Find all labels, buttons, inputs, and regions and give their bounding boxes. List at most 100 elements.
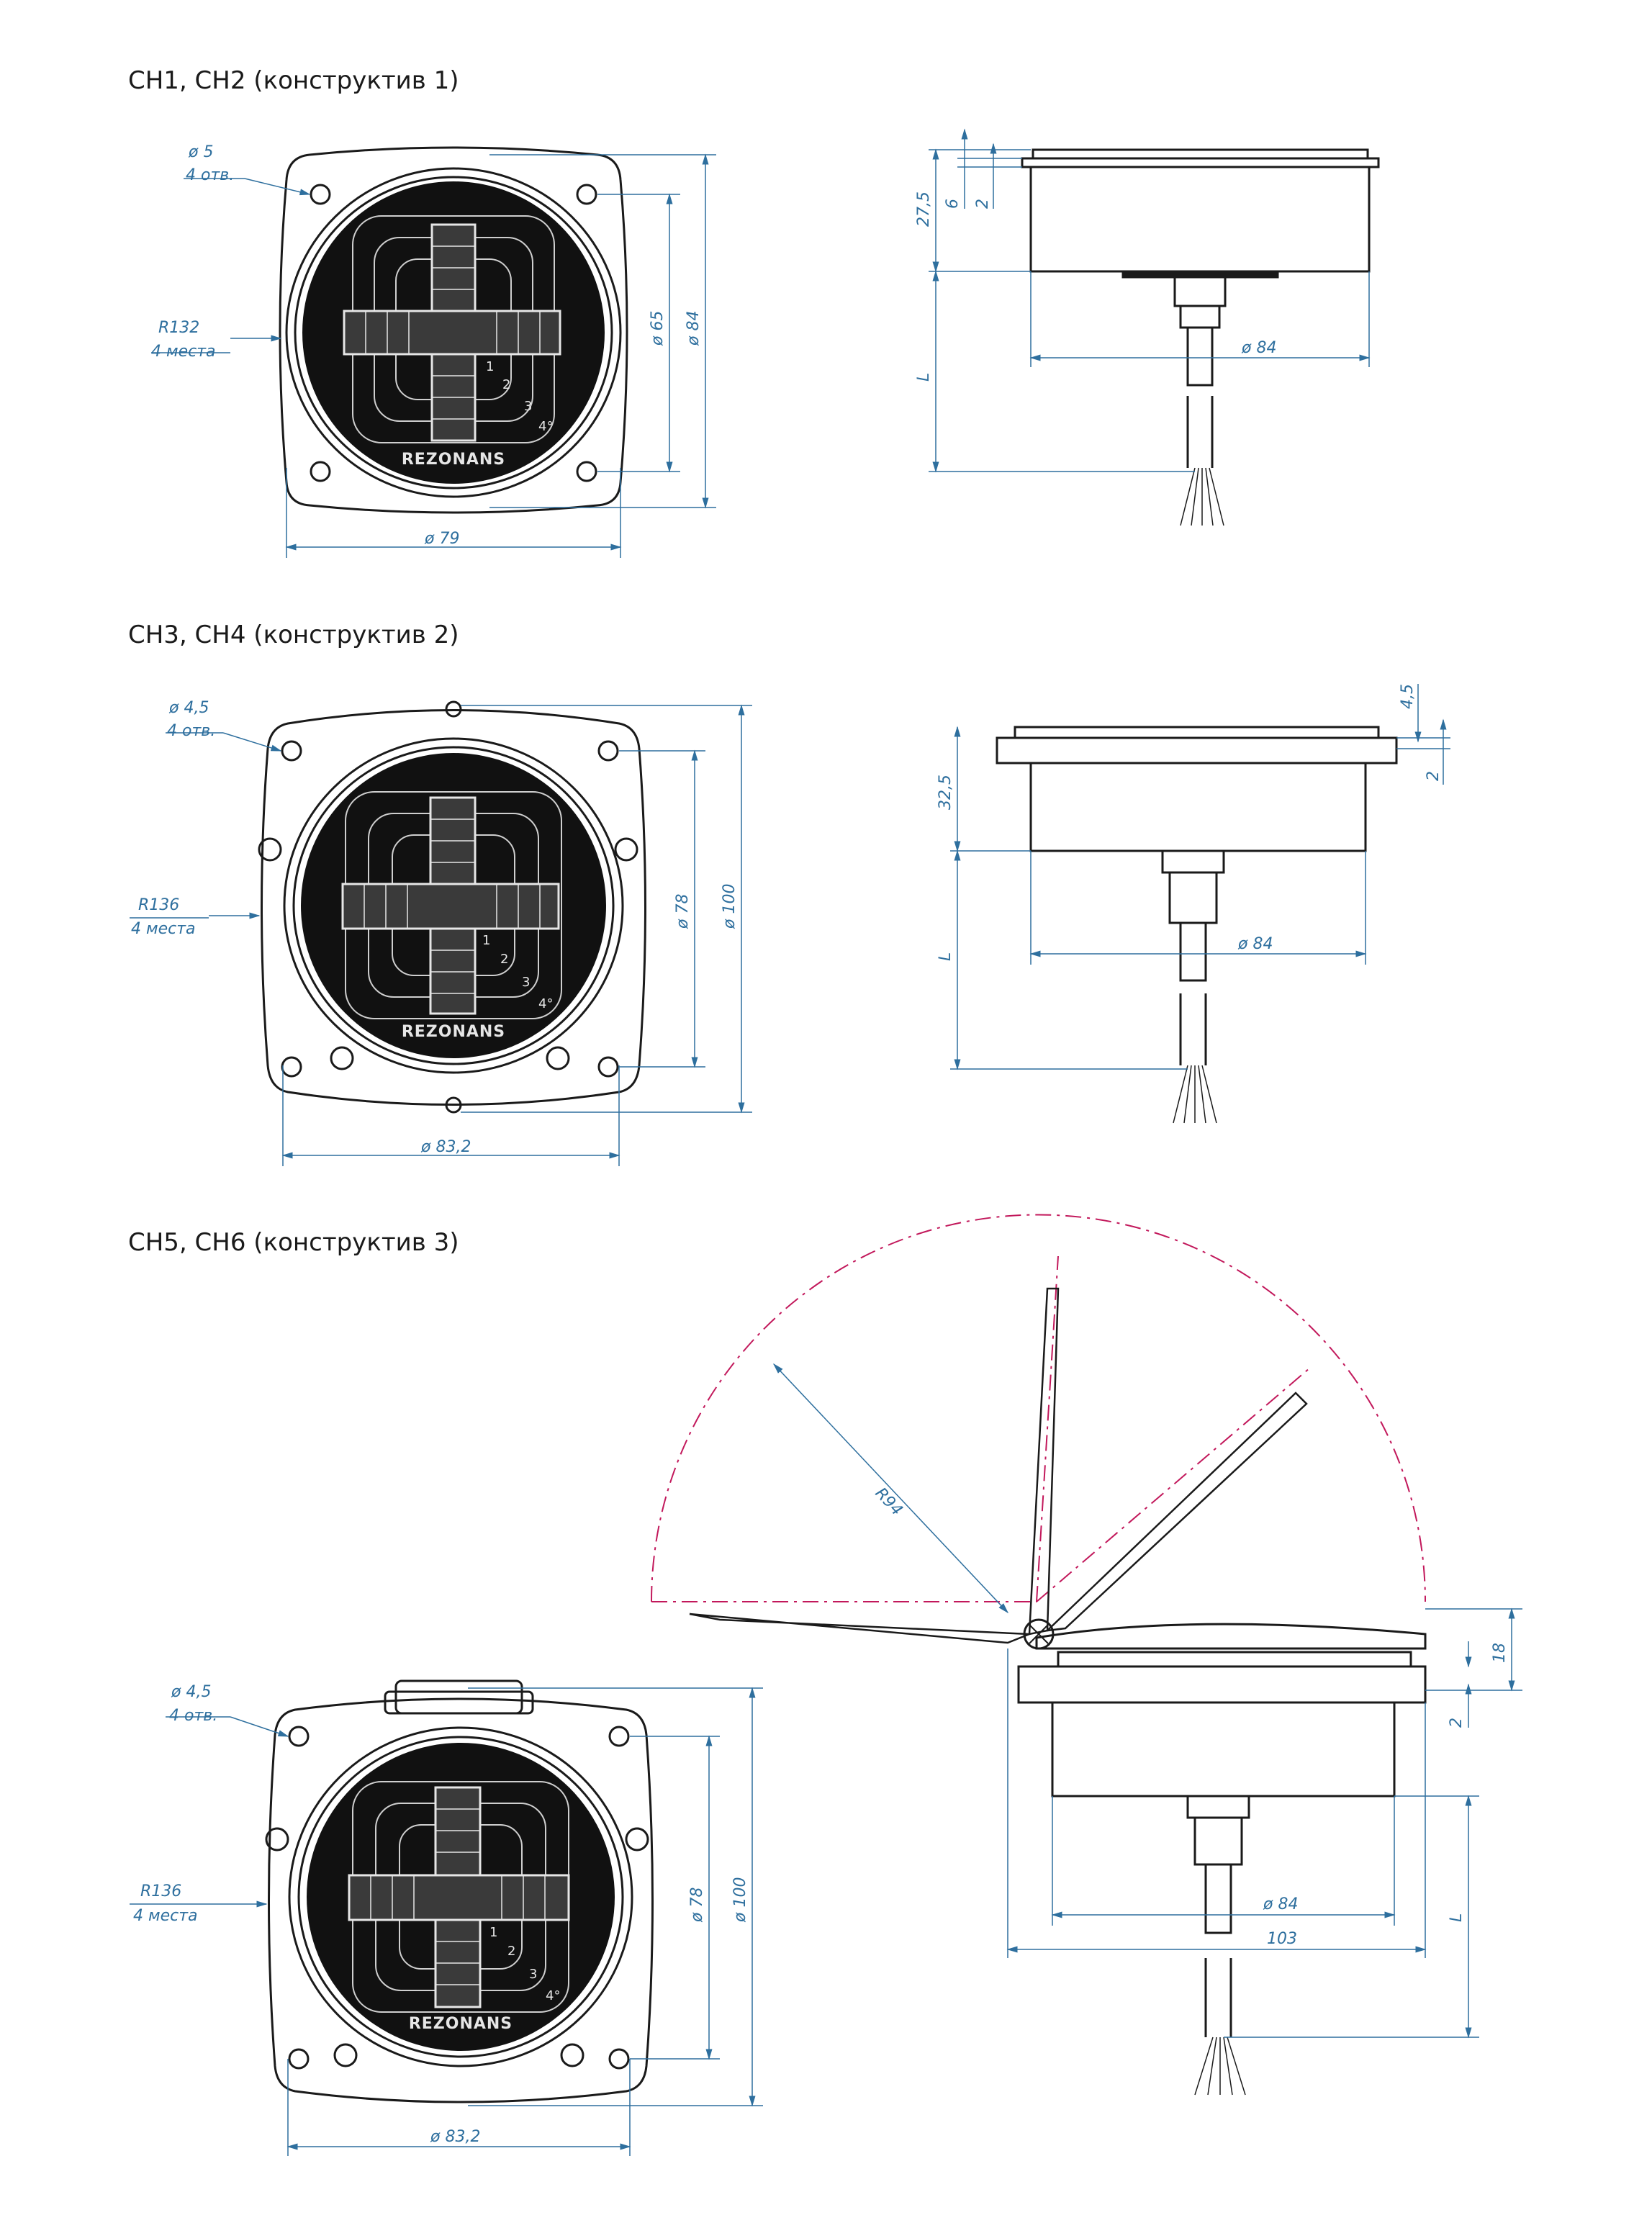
dim-side-dia: ø 84 xyxy=(1263,1895,1298,1913)
dim-height: 32,5 xyxy=(936,775,954,810)
dim-gap: 2 xyxy=(1425,771,1443,781)
lid-positions xyxy=(689,1287,1308,1644)
front-dimensions-1 xyxy=(151,153,716,558)
screw xyxy=(265,1827,289,1852)
mount-hole xyxy=(288,1726,310,1747)
dim-flange: 4,5 xyxy=(1399,684,1417,709)
zone-label: 2 xyxy=(502,377,510,392)
section-title-1: СН1, СН2 (конструктив 1) xyxy=(128,66,459,95)
dim-hole-dia: ø 4,5 xyxy=(171,1683,211,1701)
dim-dia-inner: ø 65 xyxy=(649,311,667,346)
side-view-3 xyxy=(1017,1618,1427,2096)
hinge xyxy=(394,1679,523,1715)
brand-logo: REZONANS xyxy=(409,2015,513,2033)
mount-hole xyxy=(281,1056,302,1078)
zone-label: 3 xyxy=(522,975,530,990)
bezel-ring-inner xyxy=(294,176,613,490)
mount-hole xyxy=(281,740,302,762)
screw xyxy=(546,1046,570,1070)
zone-label: 3 xyxy=(529,1967,537,1982)
screw xyxy=(330,1046,354,1070)
front-dimensions-3 xyxy=(130,1687,763,2156)
side-dimensions-3 xyxy=(772,1363,1522,2039)
zone-label: 2 xyxy=(500,952,508,967)
zone-label: 4° xyxy=(538,996,553,1011)
dim-width: ø 83,2 xyxy=(430,2128,480,2146)
dim-dia-inner: ø 78 xyxy=(674,894,692,929)
hinge-inner xyxy=(384,1690,534,1715)
mount-hole xyxy=(576,461,597,482)
display-face-3: 1 2 3 4° REZONANS xyxy=(307,1743,615,2051)
dim-radius-count: 4 места xyxy=(151,343,216,361)
dim-hole-count: 4 отв. xyxy=(186,166,234,184)
side-dimensions-1 xyxy=(929,128,1371,473)
screw xyxy=(333,2043,358,2067)
screw xyxy=(614,837,638,862)
bezel-ring-inner xyxy=(297,1736,624,2058)
zone-label: 1 xyxy=(486,359,494,374)
housing-outline xyxy=(268,1697,654,2103)
dim-hole-count: 4 отв. xyxy=(167,722,215,740)
dim-side-width: 103 xyxy=(1267,1930,1297,1948)
zone-label: 2 xyxy=(507,1944,515,1959)
zone-label: 1 xyxy=(489,1925,497,1940)
lid-swing-arcs xyxy=(651,1214,1426,1602)
zone-label: 3 xyxy=(524,399,532,414)
dim-cable: L xyxy=(915,373,933,382)
dim-height: 27,5 xyxy=(915,191,933,227)
front-view-3 xyxy=(265,1679,654,2103)
bezel-ring-inner xyxy=(292,746,615,1065)
mount-hole xyxy=(608,2048,630,2070)
notch xyxy=(445,700,462,718)
mount-hole xyxy=(288,2048,310,2070)
bezel-ring xyxy=(285,167,622,498)
dim-side-dia: ø 84 xyxy=(1237,935,1273,953)
mount-hole xyxy=(310,461,331,482)
dim-lid-radius: R94 xyxy=(872,1484,906,1520)
dim-lid-height: 18 xyxy=(1491,1643,1509,1663)
bezel-ring xyxy=(283,737,624,1074)
dim-dia-outer: ø 84 xyxy=(685,311,703,346)
section-title-3: СН5, СН6 (конструктив 3) xyxy=(128,1228,459,1257)
dim-gap: 2 xyxy=(1448,1718,1466,1728)
zone-label: 1 xyxy=(482,933,490,948)
notch xyxy=(445,1096,462,1114)
dim-dia-outer: ø 100 xyxy=(731,1877,749,1923)
dim-width: ø 79 xyxy=(424,530,459,548)
bezel-ring xyxy=(288,1726,633,2067)
display-face-1: 1 2 3 4° REZONANS xyxy=(302,181,605,484)
dim-gap: 2 xyxy=(974,199,992,209)
zone-label: 4° xyxy=(538,419,553,434)
mount-hole xyxy=(576,184,597,205)
brand-logo: REZONANS xyxy=(402,451,505,469)
dim-radius: R136 xyxy=(138,896,179,914)
dim-cable: L xyxy=(1448,1913,1466,1922)
screw xyxy=(560,2043,584,2067)
mount-hole xyxy=(597,1056,619,1078)
dim-flange: 6 xyxy=(944,199,962,209)
brand-logo: REZONANS xyxy=(402,1023,505,1041)
dim-hole-count: 4 отв. xyxy=(169,1707,217,1725)
mount-hole xyxy=(310,184,331,205)
hinge-pin xyxy=(1023,1618,1055,1650)
dim-width: ø 83,2 xyxy=(420,1138,471,1156)
screw xyxy=(625,1827,649,1852)
dim-radius-count: 4 места xyxy=(131,920,196,938)
front-dimensions-2 xyxy=(130,704,752,1166)
side-view-1 xyxy=(1021,148,1380,526)
mount-hole xyxy=(608,1726,630,1747)
side-view-2 xyxy=(996,726,1398,1124)
dim-hole-dia: ø 4,5 xyxy=(168,699,209,717)
dim-cable: L xyxy=(936,952,954,961)
zone-label: 4° xyxy=(546,1988,560,2003)
dim-dia-inner: ø 78 xyxy=(688,1888,706,1923)
dim-radius-count: 4 места xyxy=(133,1907,198,1925)
dim-hole-dia: ø 5 xyxy=(188,143,213,161)
dim-dia-outer: ø 100 xyxy=(721,884,739,929)
dim-side-dia: ø 84 xyxy=(1241,339,1276,357)
screw xyxy=(258,837,282,862)
side-dimensions-2 xyxy=(950,684,1450,1070)
section-title-2: СН3, СН4 (конструктив 2) xyxy=(128,621,459,649)
front-view-2 xyxy=(258,700,646,1114)
